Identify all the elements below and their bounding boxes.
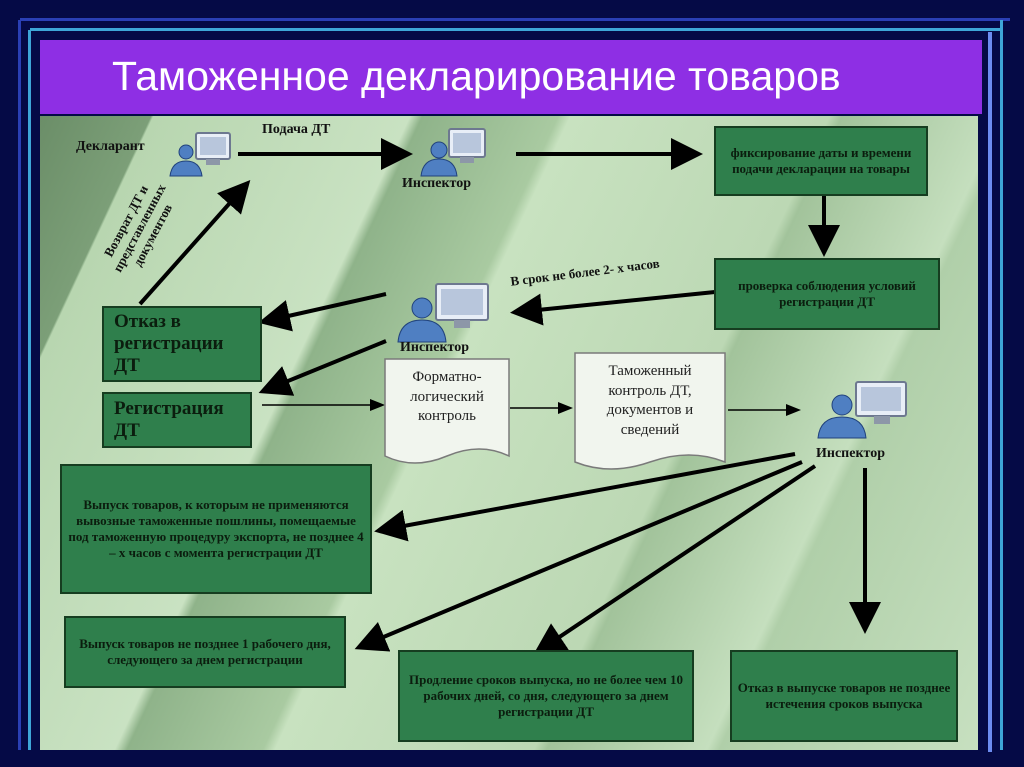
refuse-registration-box: Отказ в регистрации ДТ [102,306,262,382]
arrow-to-extend [533,464,817,655]
title-bar [40,40,982,114]
inspector-1-label: Инспектор [402,176,471,191]
inspector-3-label: Инспектор [816,446,885,461]
document-shape [384,358,510,464]
inspector-2-label: Инспектор [400,340,469,355]
user-at-computer-icon [817,381,907,439]
declarant-label: Декларант [76,139,145,154]
registration-box: Регистрация ДТ [102,392,252,448]
user-at-computer-icon [169,132,231,177]
frame-line-top-inner [30,28,1000,31]
arrow-inspector-to-refuse [258,292,387,332]
frame-line-left [18,20,21,750]
user-at-computer-icon [420,128,486,177]
arrow-inspector-to-registration [258,339,387,396]
frame-line-top [20,18,1010,21]
arrow-return-dt [138,180,251,306]
format-control-doc: Форматно-логический контроль [384,358,510,470]
arrow-to-release-1day [354,460,803,652]
diagram-canvas: Декларант Подача ДТ Инспектор фиксирован… [40,116,978,750]
frame-line-right-outer [988,32,992,752]
customs-control-doc: Таможенный контроль ДТ, документов и све… [574,352,726,478]
page-title: Таможенное декларирование товаров [112,53,841,99]
frame-line-left-inner [28,30,31,750]
extend-release-box: Продление сроков выпуска, но не более че… [398,650,694,742]
format-control-text: Форматно-логический контроль [410,369,484,424]
document-shape [574,352,726,470]
frame-line-right [1000,20,1003,750]
user-at-computer-icon [397,283,489,343]
arrow-check-to-inspector [510,290,716,326]
arrows-layer [138,138,881,655]
refuse-release-box: Отказ в выпуске товаров не позднее истеч… [730,650,958,742]
arrow-to-release-export [374,452,796,542]
customs-control-text: Таможенный контроль ДТ, документов и све… [606,363,694,438]
release-export-box: Выпуск товаров, к которым не применяются… [60,464,372,594]
fix-time-box: фиксирование даты и времени подачи декла… [714,126,928,196]
check-conditions-box: проверка соблюдения условий регистрации … [714,258,940,330]
release-1day-box: Выпуск товаров не позднее 1 рабочего дня… [64,616,346,688]
submit-dt-label: Подача ДТ [262,122,331,137]
